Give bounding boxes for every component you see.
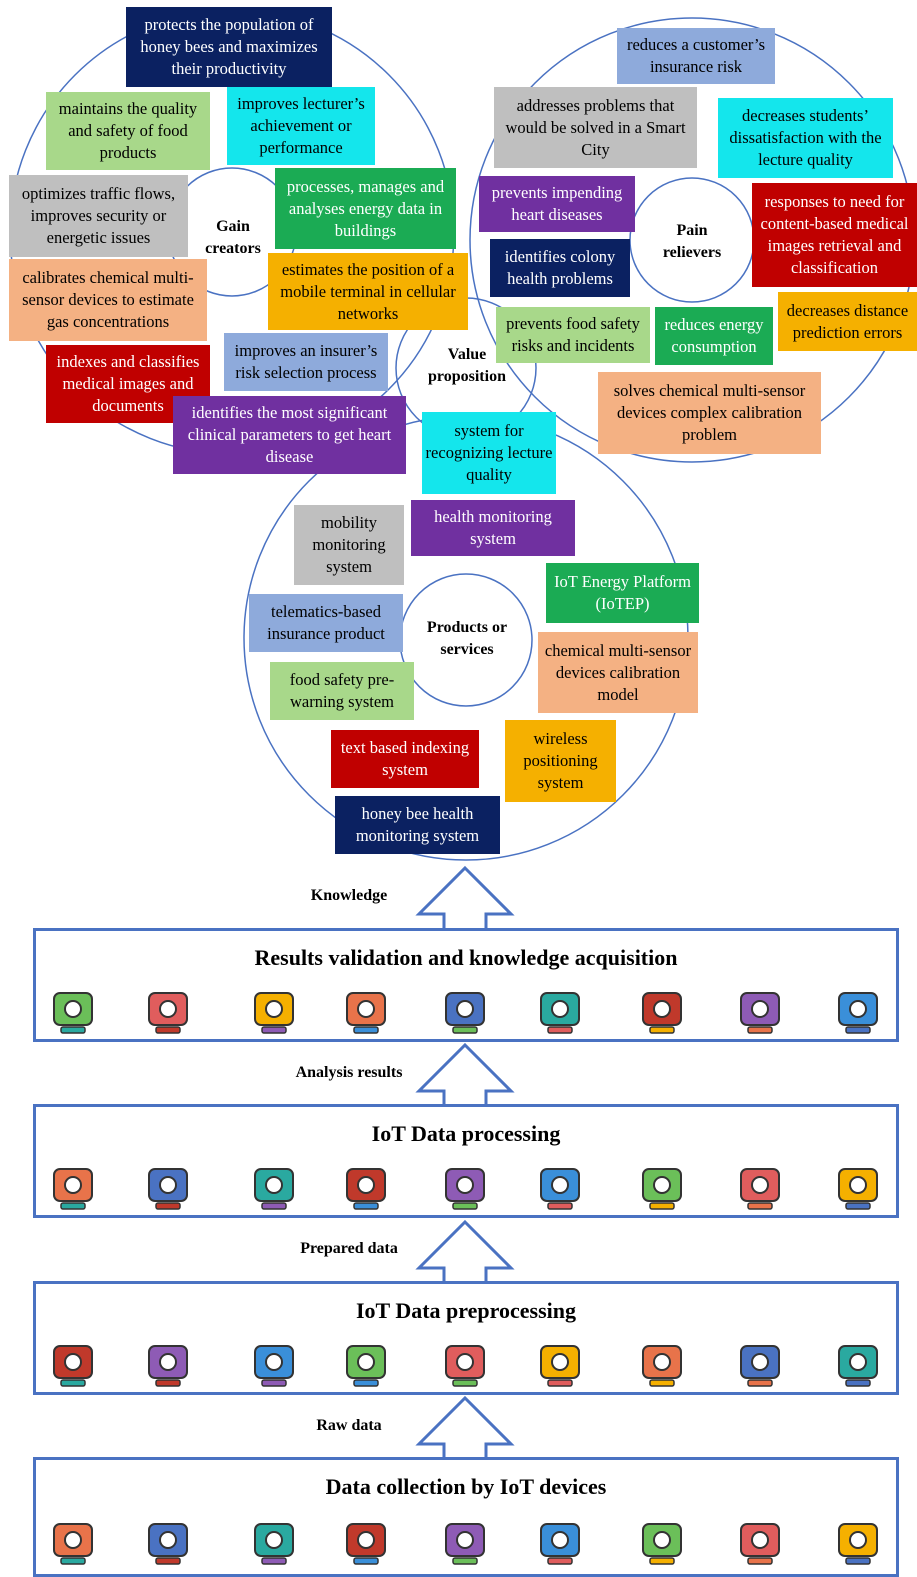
monitor-phone-icon	[53, 1523, 93, 1565]
gear-bulb-icon	[53, 992, 93, 1034]
product-box-telematics: telematics-based insurance product	[249, 594, 403, 652]
cloud-network-icon	[445, 1523, 485, 1565]
product-box-lecture-quality: system for recognizing lecture quality	[422, 412, 556, 494]
target-icon	[346, 992, 386, 1034]
gear-head-icon	[346, 1168, 386, 1210]
head-bulb-icon	[540, 992, 580, 1034]
flow-label-prepared: Prepared data	[300, 1240, 398, 1257]
product-box-wireless-positioning: wireless positioning system	[505, 720, 616, 802]
pain-box-energy-consumption: reduces energy consumption	[655, 307, 773, 365]
pain-box-students: decreases students’ dissatisfaction with…	[718, 98, 893, 178]
gain-box-insurer-risk: improves an insurer’s risk selection pro…	[224, 333, 388, 391]
flow-label-raw: Raw data	[316, 1417, 382, 1434]
pie-chart-icon	[148, 1168, 188, 1210]
gain-box-lecturer: improves lecturer’s achievement or perfo…	[227, 87, 375, 165]
gain-box-energy-data: processes, manages and analyses energy d…	[275, 168, 456, 249]
product-box-text-indexing: text based indexing system	[331, 730, 479, 788]
panel-processing-icons	[36, 1159, 896, 1217]
strategy-paper-icon	[254, 1168, 294, 1210]
panel-processing-title: IoT Data processing	[371, 1121, 561, 1146]
panel-results: Results validation and knowledge acquisi…	[33, 928, 899, 1042]
panel-collection: Data collection by IoT devices	[33, 1457, 899, 1577]
panel-results-icons	[36, 983, 896, 1041]
workflow-icon	[740, 1168, 780, 1210]
panel-preprocessing-title: IoT Data preprocessing	[355, 1298, 577, 1323]
smart-car-icon	[838, 1523, 878, 1565]
documents-magnifier-icon	[53, 1168, 93, 1210]
products-services-label: Products or services	[426, 619, 508, 658]
pain-box-insurance-risk: reduces a customer’s insurance risk	[617, 28, 775, 84]
product-box-health-monitoring: health monitoring system	[411, 500, 575, 556]
head-pencil-icon	[838, 992, 878, 1034]
head-chat-icon	[148, 992, 188, 1034]
panel-results-title: Results validation and knowledge acquisi…	[254, 945, 678, 970]
antenna-icon	[540, 1523, 580, 1565]
smartphone-icon	[346, 1523, 386, 1565]
brain-bulb-icon	[445, 992, 485, 1034]
panel-preprocessing: IoT Data preprocessing	[33, 1281, 899, 1395]
product-box-calibration-model: chemical multi-sensor devices calibratio…	[538, 632, 698, 713]
gain-box-mobile-position: estimates the position of a mobile termi…	[268, 253, 468, 330]
headphones-icon	[148, 1523, 188, 1565]
panel-collection-title: Data collection by IoT devices	[325, 1474, 607, 1499]
gain-creators-label: Gain creators	[205, 218, 261, 257]
server-eye-icon	[540, 1345, 580, 1387]
gain-box-heart-parameters: identifies the most significant clinical…	[173, 396, 406, 474]
value-proposition-label: Value proposition	[428, 346, 506, 385]
product-box-food-prewarning: food safety pre-warning system	[270, 662, 414, 720]
gain-box-traffic: optimizes traffic flows, improves securi…	[9, 175, 188, 257]
server-tools-icon	[346, 1345, 386, 1387]
gain-box-chemical-sensors: calibrates chemical multi-sensor devices…	[9, 259, 207, 341]
database-magnifier-icon	[254, 1345, 294, 1387]
database-hands-icon	[642, 1345, 682, 1387]
router-icon	[254, 1523, 294, 1565]
panel-collection-icons	[36, 1514, 896, 1572]
magnifier-chart-icon	[445, 1168, 485, 1210]
flow-label-knowledge: Knowledge	[310, 887, 388, 904]
pain-box-distance-errors: decreases distance prediction errors	[778, 292, 917, 351]
document-shield-icon	[148, 1345, 188, 1387]
panel-processing: IoT Data processing	[33, 1104, 899, 1218]
pain-box-medical-retrieval: responses to need for content-based medi…	[752, 183, 917, 287]
pain-box-food-risks: prevents food safety risks and incidents	[496, 307, 650, 363]
pain-box-heart-diseases: prevents impending heart diseases	[479, 176, 635, 232]
eye-icon	[540, 1168, 580, 1210]
server-refresh-icon	[445, 1345, 485, 1387]
panel-preprocessing-icons	[36, 1336, 896, 1394]
server-gear-icon	[740, 1345, 780, 1387]
satellite-dish-icon	[740, 1523, 780, 1565]
pain-box-smart-city: addresses problems that would be solved …	[494, 87, 697, 168]
puzzle-board-icon	[740, 992, 780, 1034]
pain-box-chemical-calibration: solves chemical multi-sensor devices com…	[598, 372, 821, 454]
server-hand-icon	[53, 1345, 93, 1387]
smart-home-icon	[642, 1523, 682, 1565]
product-box-mobility: mobility monitoring system	[294, 505, 404, 585]
product-box-iotep: IoT Energy Platform (IoTEP)	[546, 563, 699, 623]
magnifier-bars-icon	[838, 1168, 878, 1210]
cloud-server-icon	[838, 1345, 878, 1387]
pain-relievers-label: Pain relievers	[662, 222, 722, 261]
gears-icon	[642, 1168, 682, 1210]
gain-box-honey-bees: protects the population of honey bees an…	[126, 7, 332, 87]
flow-label-analysis: Analysis results	[295, 1064, 403, 1081]
gain-box-food-quality: maintains the quality and safety of food…	[46, 92, 210, 170]
head-ideas-icon	[642, 992, 682, 1034]
chart-board-icon	[254, 992, 294, 1034]
pain-box-colony-health: identifies colony health problems	[490, 239, 630, 297]
product-box-honey-bee-monitoring: honey bee health monitoring system	[335, 796, 500, 854]
